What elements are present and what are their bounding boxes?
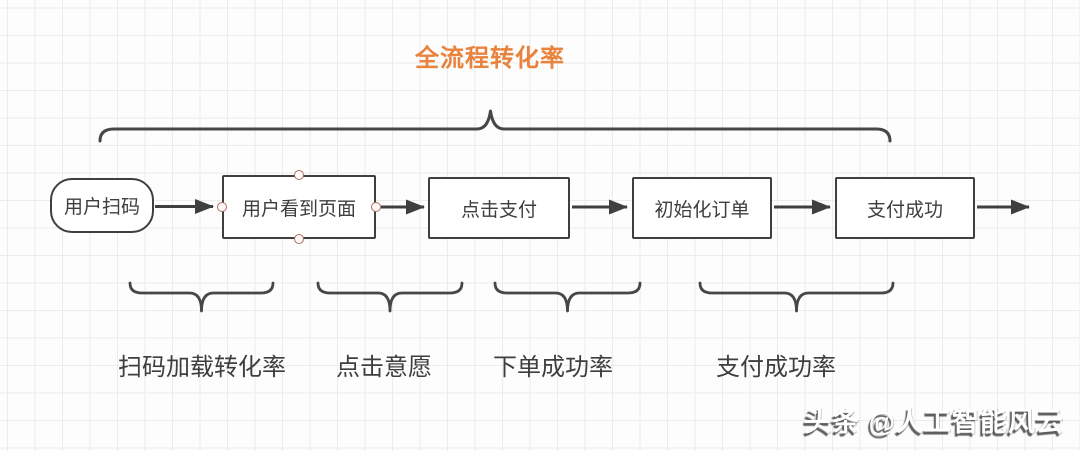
- connection-handle-top[interactable]: [294, 170, 304, 180]
- connection-handle-left[interactable]: [217, 202, 227, 212]
- node-user-scan[interactable]: 用户扫码: [50, 178, 154, 233]
- connection-handle-bottom[interactable]: [294, 234, 304, 244]
- node-pay-success-label: 支付成功: [866, 199, 943, 221]
- brace-scan-load-rate[interactable]: [128, 281, 275, 313]
- metric-order-success[interactable]: 下单成功率: [493, 354, 613, 381]
- node-click-pay[interactable]: 点击支付: [428, 177, 570, 239]
- brace-order-success[interactable]: [493, 281, 642, 313]
- metric-pay-success[interactable]: 支付成功率: [716, 354, 836, 381]
- node-user-view-page-label: 用户看到页面: [241, 198, 356, 220]
- node-init-order-label: 初始化订单: [654, 199, 750, 221]
- brace-pay-success[interactable]: [698, 281, 895, 313]
- node-user-view-page[interactable]: 用户看到页面: [222, 175, 376, 239]
- node-pay-success[interactable]: 支付成功: [835, 177, 975, 239]
- brace-click-intent[interactable]: [316, 281, 464, 313]
- node-click-pay-label: 点击支付: [460, 199, 537, 221]
- metric-click-intent[interactable]: 点击意愿: [336, 354, 432, 381]
- metric-scan-load-rate[interactable]: 扫码加载转化率: [118, 354, 286, 381]
- connection-handle-right[interactable]: [371, 202, 381, 212]
- full-flow-brace[interactable]: [98, 109, 892, 143]
- node-user-scan-label: 用户扫码: [63, 197, 140, 218]
- diagram-title[interactable]: 全流程转化率: [415, 45, 565, 72]
- node-init-order[interactable]: 初始化订单: [632, 177, 772, 239]
- watermark-text: 头条 @人工智能风云: [804, 407, 1064, 437]
